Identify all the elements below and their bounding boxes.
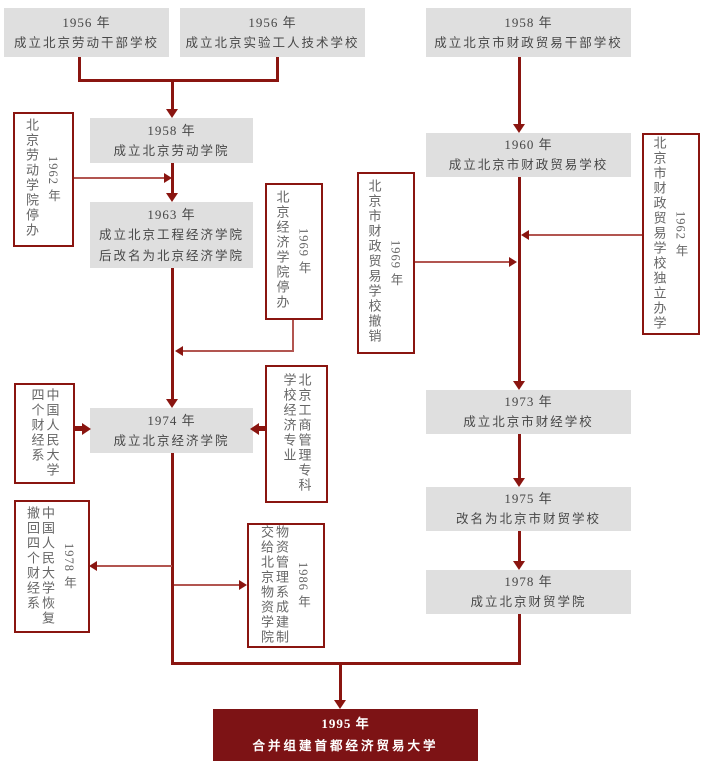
note-text: 物资管理系成建制交给北京物资学院 bbox=[259, 524, 289, 645]
node-finance-trade-cadre-1958: 1958 年 成立北京市财政贸易干部学校 bbox=[426, 8, 631, 57]
note-year: 1969 年 bbox=[388, 239, 403, 287]
arrowhead-econ-closed bbox=[175, 346, 183, 356]
connector-1973-to-1975 bbox=[518, 434, 521, 479]
node-name: 成立北京劳动干部学校 bbox=[13, 35, 159, 50]
node-name: 成立北京市财政贸易干部学校 bbox=[434, 35, 623, 50]
connector-econ-closed-horizontal bbox=[183, 350, 294, 352]
arrowhead-independent-note bbox=[521, 230, 529, 240]
node-finance-trade-school-1960: 1960 年 成立北京市财政贸易学校 bbox=[426, 133, 631, 177]
arrowhead-ruc-withdraw bbox=[89, 561, 97, 571]
note-text: 北京市财政贸易学校独立办学 bbox=[651, 136, 667, 331]
note-ruc-recover-departments: 中国人民大学恢复撤回四个财经系 1978 年 bbox=[14, 500, 90, 633]
connector-business-major-into-1974 bbox=[258, 426, 267, 431]
note-materials-dept-transfer: 物资管理系成建制交给北京物资学院 1986 年 bbox=[247, 523, 325, 648]
arrowhead-into-1995 bbox=[334, 700, 346, 709]
node-year: 1975 年 bbox=[504, 491, 553, 506]
arrowhead-into-1973 bbox=[513, 381, 525, 390]
node-year: 1995 年 bbox=[321, 716, 370, 731]
connector-ruc-into-1974 bbox=[75, 426, 84, 431]
arrowhead-materials-transfer bbox=[239, 580, 247, 590]
connector-stub-labor-cadre bbox=[78, 57, 81, 82]
node-finance-school-1973: 1973 年 成立北京市财经学校 bbox=[426, 390, 631, 434]
node-year: 1958 年 bbox=[504, 14, 553, 30]
node-name-line2: 后改名为北京经济学院 bbox=[98, 248, 244, 263]
node-name: 改名为北京市财贸学校 bbox=[455, 512, 601, 526]
note-finance-trade-school-independent: 北京市财政贸易学校独立办学 1962 年 bbox=[642, 133, 700, 335]
node-year: 1960 年 bbox=[504, 137, 553, 152]
node-beijing-econ-1974: 1974 年 成立北京经济学院 bbox=[90, 408, 253, 453]
note-year: 1986 年 bbox=[296, 562, 310, 609]
connector-merge-horizontal bbox=[78, 79, 279, 82]
node-caimao-school-1975: 1975 年 改名为北京市财贸学校 bbox=[426, 487, 631, 531]
node-name: 成立北京市财政贸易学校 bbox=[448, 158, 609, 172]
connector-1974-to-bottom bbox=[171, 453, 174, 665]
arrowhead-business-major-into-1974 bbox=[250, 423, 259, 435]
node-name: 成立北京市财经学校 bbox=[463, 415, 594, 429]
note-finance-trade-school-revoked: 北京市财政贸易学校撤销 1969 年 bbox=[357, 172, 415, 354]
note-text: 北京劳动学院停办 bbox=[24, 117, 39, 238]
node-year: 1963 年 bbox=[147, 206, 196, 222]
note-text: 北京市财政贸易学校撤销 bbox=[366, 179, 382, 344]
node-name: 成立北京劳动学院 bbox=[113, 143, 230, 158]
note-year: 1962 年 bbox=[46, 156, 60, 203]
connector-independent-note bbox=[529, 234, 642, 236]
note-ruc-four-departments: 中国人民大学四个财经系 bbox=[14, 383, 75, 484]
node-year: 1956 年 bbox=[248, 14, 297, 30]
connector-ruc-withdraw bbox=[97, 565, 172, 567]
node-labor-cadre-1956: 1956 年 成立北京劳动干部学校 bbox=[4, 8, 169, 57]
connector-drop-to-1995 bbox=[339, 662, 342, 701]
arrowhead-labor-closed-note bbox=[164, 173, 172, 183]
note-year: 1962 年 bbox=[673, 210, 688, 258]
arrowhead-into-1974 bbox=[166, 399, 178, 408]
note-text: 北京工商管理专科学校经济专业 bbox=[281, 373, 312, 493]
node-caimao-college-1978: 1978 年 成立北京财贸学院 bbox=[426, 570, 631, 614]
note-year: 1978 年 bbox=[62, 543, 76, 590]
connector-cadre-to-1960 bbox=[518, 57, 521, 125]
node-cueb-1995: 1995 年 合并组建首都经济贸易大学 bbox=[213, 709, 478, 761]
node-name: 合并组建首都经济贸易大学 bbox=[252, 739, 439, 753]
node-year: 1978 年 bbox=[504, 574, 553, 589]
connector-1978-to-bottom bbox=[518, 614, 521, 665]
connector-stub-experimental-worker bbox=[276, 57, 279, 82]
node-year: 1974 年 bbox=[147, 412, 196, 428]
node-year: 1956 年 bbox=[62, 14, 111, 30]
connector-bottom-merge-horizontal bbox=[171, 662, 521, 665]
connector-1960-to-1973 bbox=[518, 177, 521, 382]
arrowhead-into-1978 bbox=[513, 561, 525, 570]
node-name: 成立北京经济学院 bbox=[113, 433, 230, 448]
node-year: 1973 年 bbox=[504, 394, 553, 409]
node-experimental-worker-1956: 1956 年 成立北京实验工人技术学校 bbox=[180, 8, 365, 57]
node-name: 成立北京财贸学院 bbox=[470, 595, 587, 609]
note-text: 北京经济学院停办 bbox=[274, 189, 290, 310]
arrowhead-into-1963 bbox=[166, 193, 178, 202]
note-year: 1969 年 bbox=[296, 228, 311, 275]
node-name: 成立北京工程经济学院 bbox=[98, 227, 244, 242]
note-text: 中国人民大学四个财经系 bbox=[29, 387, 60, 478]
connector-1963-to-1974 bbox=[171, 268, 174, 401]
node-engineering-econ-1963: 1963 年 成立北京工程经济学院 后改名为北京经济学院 bbox=[90, 202, 253, 268]
note-text: 中国人民大学恢复撤回四个财经系 bbox=[25, 505, 55, 626]
note-labor-college-closed: 北京劳动学院停办 1962 年 bbox=[13, 112, 74, 247]
arrowhead-ruc-into-1974 bbox=[82, 423, 91, 435]
arrowhead-revoked-note bbox=[509, 257, 517, 267]
arrowhead-into-1975 bbox=[513, 478, 525, 487]
connector-revoked-note bbox=[415, 261, 509, 263]
connector-econ-closed-vertical bbox=[292, 320, 294, 351]
node-labor-college-1958: 1958 年 成立北京劳动学院 bbox=[90, 118, 253, 163]
arrowhead-into-1960 bbox=[513, 124, 525, 133]
connector-drop-to-labor-college bbox=[171, 79, 174, 111]
connector-labor-college-to-1963 bbox=[171, 163, 174, 194]
node-year: 1958 年 bbox=[147, 122, 196, 138]
node-name: 成立北京实验工人技术学校 bbox=[185, 35, 360, 50]
connector-materials-transfer bbox=[174, 584, 239, 586]
note-business-admin-major: 北京工商管理专科学校经济专业 bbox=[265, 365, 328, 503]
connector-1975-to-1978 bbox=[518, 531, 521, 562]
connector-labor-closed-note bbox=[74, 177, 164, 179]
note-econ-college-closed: 北京经济学院停办 1969 年 bbox=[265, 183, 323, 320]
arrowhead-into-labor-college bbox=[166, 109, 178, 118]
